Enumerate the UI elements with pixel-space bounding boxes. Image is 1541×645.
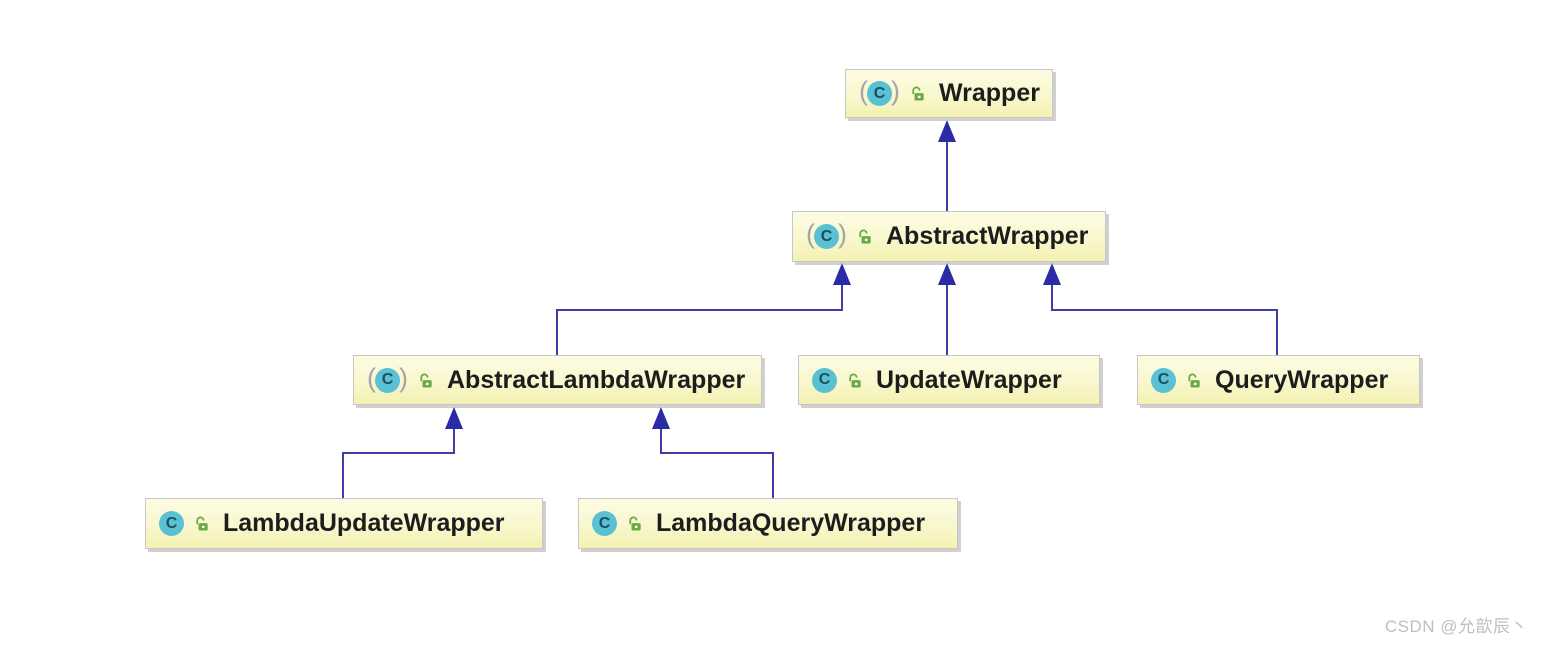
class-name: LambdaQueryWrapper [656,509,926,537]
class-name: AbstractWrapper [886,222,1089,250]
csdn-watermark: CSDN @允歆辰丶 [1384,617,1528,636]
public-open-padlock-icon [626,515,643,532]
class-node-abstractlambdawrapper[interactable]: C AbstractLambdaWrapper [353,355,762,405]
abstract-class-icon: C [367,367,408,394]
edge-updatewrapper-extends-abstractwrapper [938,263,956,355]
edge-lambdaquerywrapper-extends-abstractlambdawrapper [652,407,774,498]
class-circle-icon: C [867,81,892,106]
public-open-padlock-icon [909,85,926,102]
class-circle-icon: C [159,511,184,536]
public-open-padlock-icon [1185,372,1202,389]
class-icon: C [812,367,837,393]
class-node-abstractwrapper[interactable]: C AbstractWrapper [792,211,1106,262]
class-icon: C [592,511,617,536]
class-node-updatewrapper[interactable]: C UpdateWrapper [798,355,1100,405]
class-node-lambdaquerywrapper[interactable]: C LambdaQueryWrapper [578,498,958,549]
class-name: AbstractLambdaWrapper [447,365,746,394]
class-circle-icon: C [814,224,839,249]
public-open-padlock-icon [417,372,434,389]
class-circle-icon: C [592,511,617,536]
class-name: LambdaUpdateWrapper [223,509,505,537]
class-circle-icon: C [812,367,837,393]
class-icon: C [1151,367,1176,393]
edge-abstractlambdawrapper-extends-abstractwrapper [556,263,851,355]
class-icon: C [159,511,184,536]
public-open-padlock-icon [846,372,863,389]
class-name: Wrapper [939,79,1040,107]
public-open-padlock-icon [856,228,873,245]
class-circle-icon: C [1151,367,1176,393]
class-circle-icon: C [375,367,400,393]
abstract-class-icon: C [859,80,900,107]
edge-lambdaupdatewrapper-extends-abstractlambdawrapper [342,407,463,498]
class-node-wrapper[interactable]: C Wrapper [845,69,1053,118]
edge-abstractwrapper-extends-wrapper [938,120,956,211]
class-name: QueryWrapper [1215,365,1389,394]
public-open-padlock-icon [193,515,210,532]
edge-querywrapper-extends-abstractwrapper [1043,263,1278,355]
class-name: UpdateWrapper [876,365,1062,394]
class-node-lambdaupdatewrapper[interactable]: C LambdaUpdateWrapper [145,498,543,549]
class-node-querywrapper[interactable]: C QueryWrapper [1137,355,1420,405]
abstract-class-icon: C [806,223,847,250]
